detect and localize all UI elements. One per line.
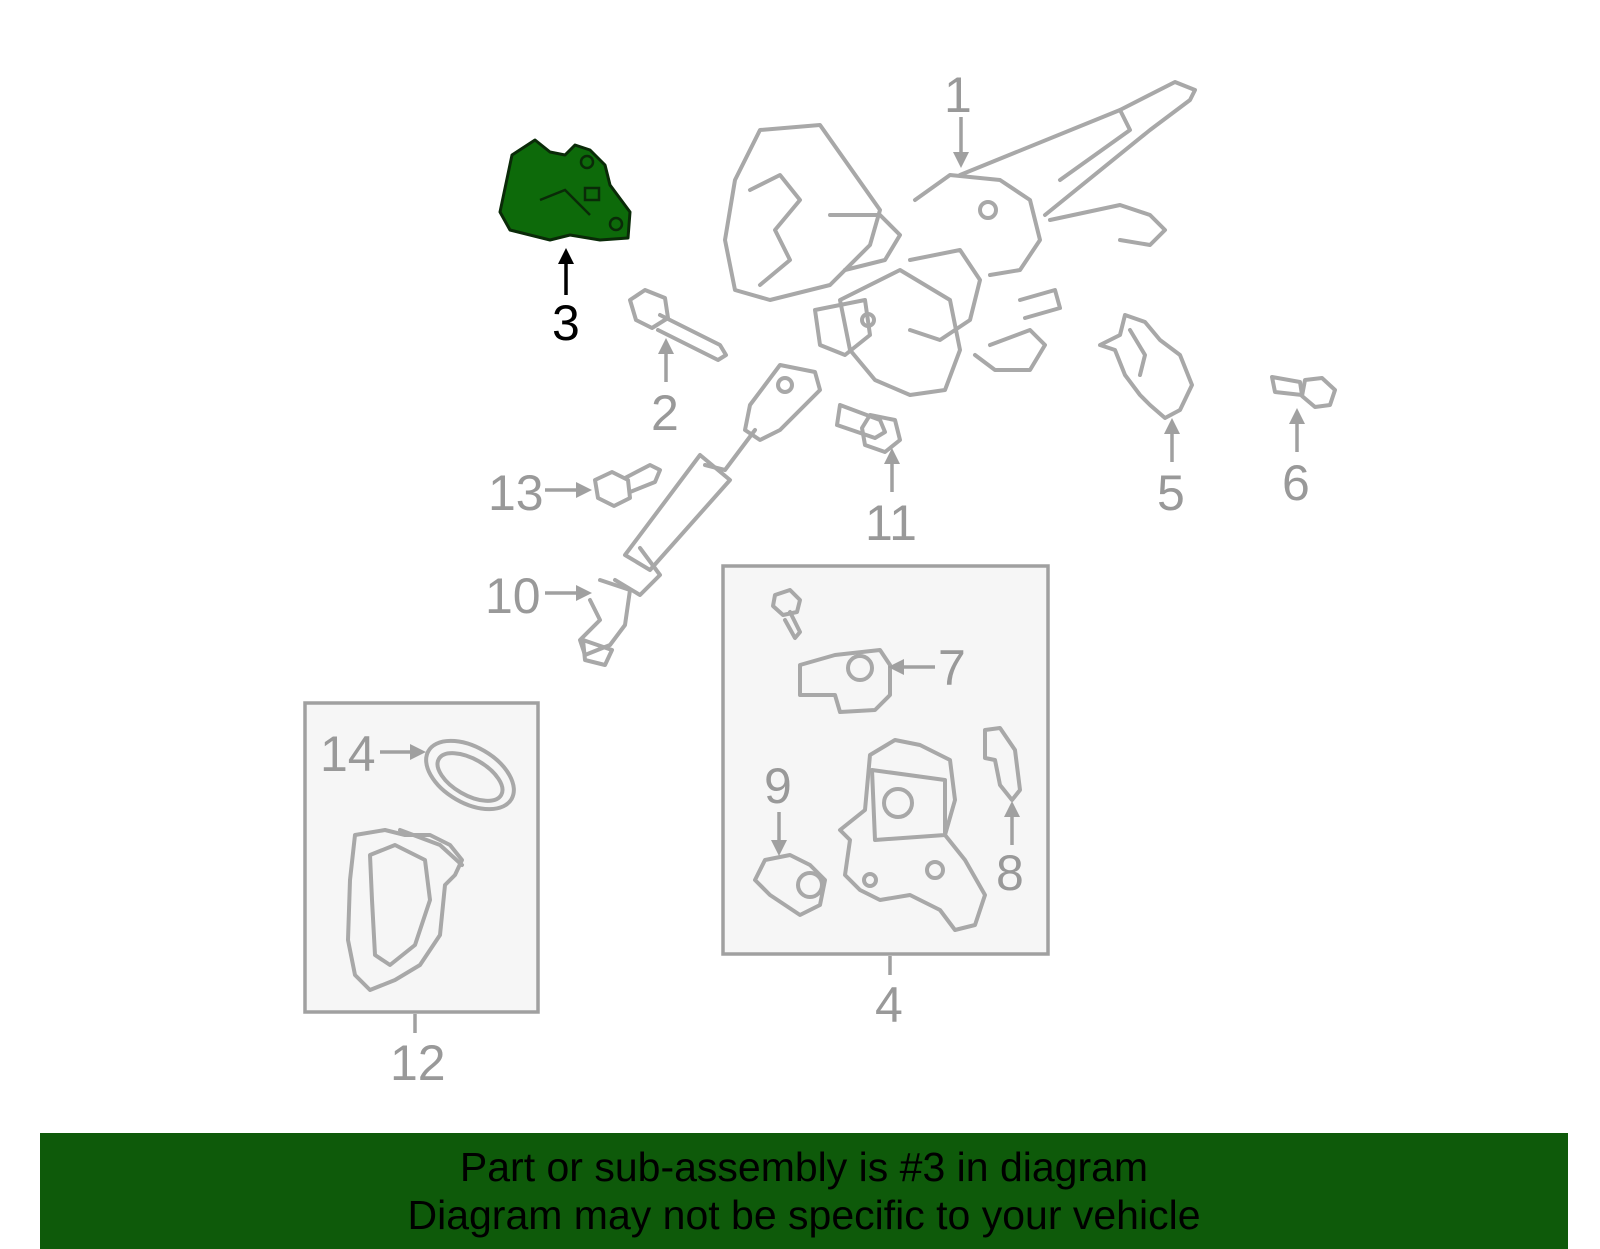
banner-line-2: Diagram may not be specific to your vehi… [407,1192,1201,1238]
callout-12[interactable]: 12 [390,1035,446,1091]
callout-13[interactable]: 13 [488,465,544,521]
part-1-steering-column[interactable] [723,80,1197,397]
callout-1[interactable]: 1 [944,67,972,123]
part-4-lock-housing[interactable] [838,738,987,932]
callout-9[interactable]: 9 [764,758,792,814]
callout-4[interactable]: 4 [875,977,903,1033]
banner-line-1: Part or sub-assembly is #3 in diagram [459,1144,1149,1190]
part-6-bolt[interactable] [1270,375,1337,409]
callout-3[interactable]: 3 [552,295,580,351]
part-3-highlighted[interactable] [498,138,632,242]
part-7-sensor[interactable] [771,588,892,714]
part-5-bracket[interactable] [1098,313,1194,420]
callout-6[interactable]: 6 [1282,455,1310,511]
callout-11[interactable]: 11 [865,495,917,551]
part-13-bolt[interactable] [593,463,662,508]
part-11-bolt[interactable] [835,403,902,454]
part-9-connector[interactable] [753,853,827,917]
part-14-ring-seal[interactable] [414,727,525,823]
info-banner: Part or sub-assembly is #3 in diagram Di… [40,1133,1568,1249]
part-2-bolt[interactable] [628,288,728,362]
part-12-boot-cover[interactable] [346,828,464,992]
callout-14[interactable]: 14 [320,726,376,782]
callout-7[interactable]: 7 [938,640,966,696]
part-10-intermediate-shaft[interactable] [578,363,822,667]
callout-5[interactable]: 5 [1157,465,1185,521]
callout-2[interactable]: 2 [651,385,679,441]
callout-10[interactable]: 10 [485,568,541,624]
part-8-clip[interactable] [983,726,1022,802]
callout-8[interactable]: 8 [996,845,1024,901]
